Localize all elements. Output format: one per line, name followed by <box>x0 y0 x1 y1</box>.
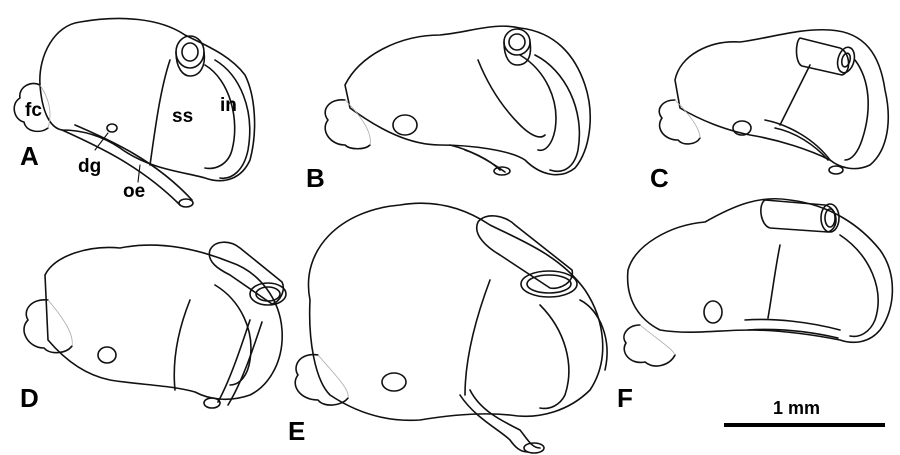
panel-f-drawing <box>624 199 892 366</box>
panel-label-a: A <box>20 141 39 171</box>
panel-label-d: D <box>20 383 39 413</box>
panel-label-f: F <box>617 383 633 413</box>
panel-b-drawing <box>325 26 590 175</box>
label-oe: oe <box>123 181 145 202</box>
scale-bar-label: 1 mm <box>773 398 820 418</box>
panel-c-drawing <box>659 30 888 174</box>
label-ss: ss <box>172 106 193 127</box>
panel-d-drawing <box>24 242 286 408</box>
panel-label-c: C <box>650 163 669 193</box>
panel-label-e: E <box>288 416 305 446</box>
scale-bar: 1 mm <box>724 398 885 425</box>
panel-label-b: B <box>306 163 325 193</box>
label-in: in <box>220 95 237 116</box>
panel-e-drawing <box>295 203 607 453</box>
panel-a-drawing <box>14 18 254 207</box>
label-dg: dg <box>78 156 101 177</box>
label-fc: fc <box>25 100 42 121</box>
